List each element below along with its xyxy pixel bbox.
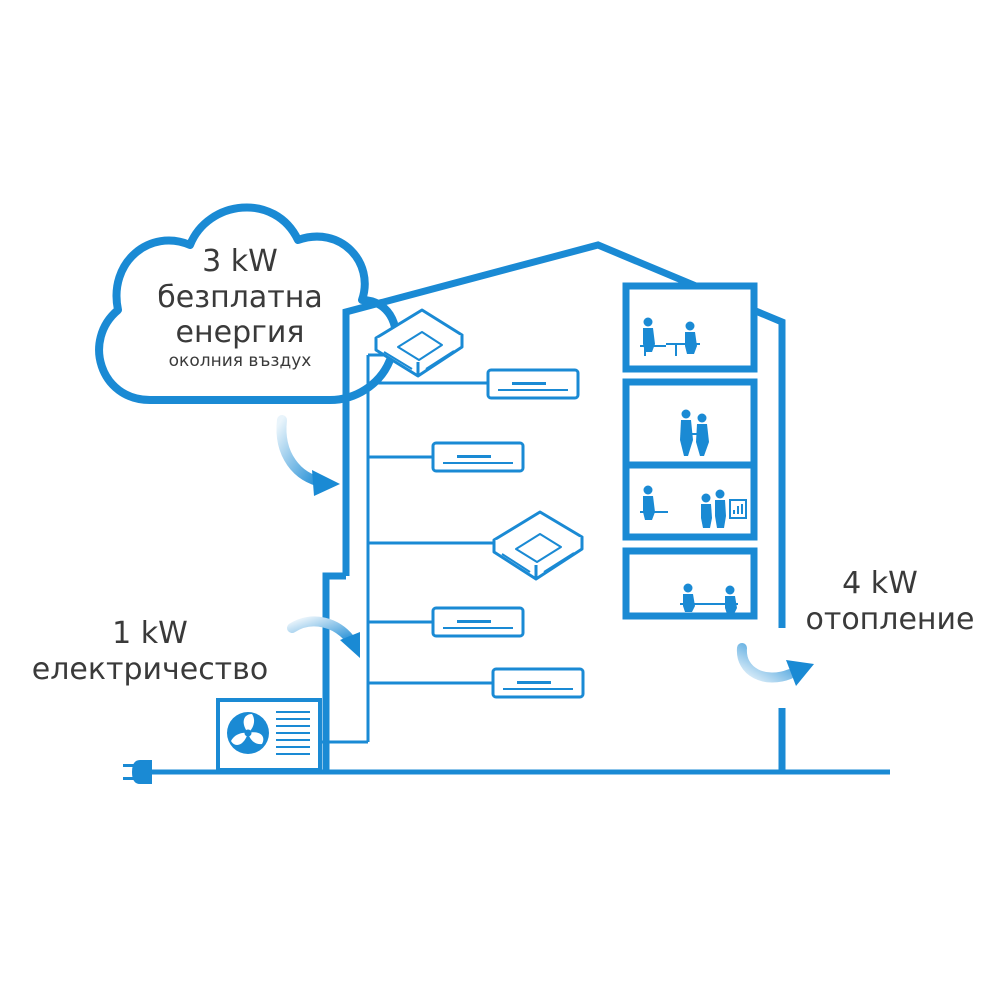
office-people-icon	[640, 317, 747, 614]
outdoor-unit-fan-icon	[216, 698, 322, 772]
plug-icon	[123, 760, 152, 784]
cassette-unit-icon	[374, 308, 464, 378]
wall-unit-icon	[431, 441, 525, 473]
electricity-label: електричество	[31, 652, 269, 687]
cloud-power-value: 3 kW	[202, 244, 278, 279]
electricity-arrow	[287, 616, 360, 658]
piping	[320, 353, 493, 744]
wall-unit-icon	[491, 667, 585, 699]
building-outline	[322, 241, 786, 772]
heating-arrow	[736, 643, 814, 686]
wall-unit-icon	[486, 368, 580, 400]
electricity-power-value: 1 kW	[112, 616, 188, 651]
cloud-energy-label: енергия	[175, 315, 305, 350]
cloud-source-label: околния въздух	[168, 351, 312, 371]
heating-power-value: 4 kW	[842, 566, 918, 601]
cassette-unit-icon	[492, 510, 584, 581]
wall-unit-icon	[431, 606, 525, 638]
heating-label: отопление	[805, 602, 975, 637]
ambient-air-arrow	[276, 415, 340, 496]
cloud-free-label: безплатна	[157, 280, 323, 315]
